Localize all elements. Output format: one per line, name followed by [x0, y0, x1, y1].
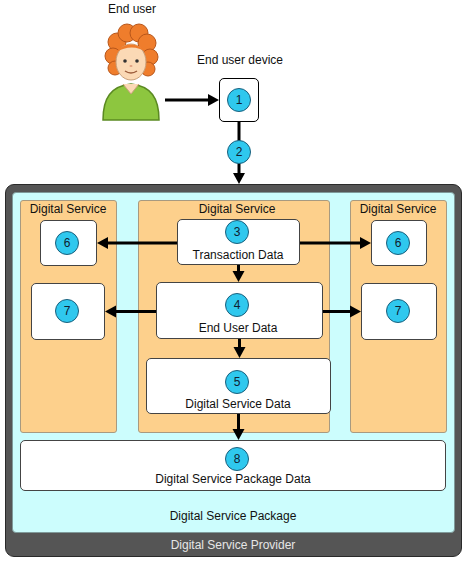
box-label: Transaction Data [193, 248, 284, 262]
callout-number: 4 [225, 293, 249, 317]
connector-line [165, 99, 210, 102]
service-box: Digital Service 6 7 [20, 200, 117, 433]
callout-number: 7 [55, 299, 79, 323]
data-box: 4End User Data [156, 282, 323, 339]
provider-box: Digital Service Provider Digital Service … [5, 184, 462, 557]
person-illustration [97, 20, 165, 122]
arrow-connector [165, 94, 219, 106]
box-heading: Digital Service [30, 202, 107, 216]
connector-line [300, 242, 362, 245]
data-box: 5Digital Service Data [146, 358, 331, 414]
device-box: End user device1 [219, 78, 259, 122]
callout-number: 7 [386, 299, 410, 323]
callout-number: 5 [225, 370, 249, 394]
box-label: Digital Service Data [185, 397, 290, 411]
data-box: 8Digital Service Package Data [20, 440, 446, 491]
callout-number: 2 [227, 140, 251, 164]
callout-number: 6 [55, 231, 79, 255]
connector-line [114, 310, 156, 313]
connector-line [323, 310, 352, 313]
callout-number: 3 [225, 220, 249, 244]
box-heading: Digital Service Package [170, 509, 297, 523]
box-heading: Digital Service Provider [171, 538, 296, 552]
box-heading: End user device [197, 53, 283, 67]
box-label: End User Data [199, 321, 278, 335]
box-heading: Digital Service [199, 202, 276, 216]
service-box: Digital Service 6 7 [350, 200, 447, 433]
arrow-head [208, 94, 219, 106]
data-box: 7 [31, 283, 105, 340]
box-heading: Digital Service [360, 202, 437, 216]
box-label: Digital Service Package Data [155, 472, 310, 486]
data-box: 6 [371, 220, 427, 266]
data-box: 6 [40, 220, 97, 266]
actor-figure: End user [97, 20, 165, 122]
callout-number: 6 [386, 231, 410, 255]
data-box: 3Transaction Data [177, 219, 300, 265]
connector-line [106, 242, 177, 245]
callout-number: 1 [227, 88, 251, 112]
data-box: 7 [361, 283, 437, 340]
service-box: Digital Service 3Transaction Data 4End Use… [138, 200, 330, 433]
callout-number: 8 [225, 447, 249, 471]
box-heading: End user [108, 2, 156, 16]
connector-line [237, 414, 240, 431]
package-box: Digital Service Package Digital Service 6 7… [12, 192, 455, 533]
arrow-head [233, 173, 245, 184]
